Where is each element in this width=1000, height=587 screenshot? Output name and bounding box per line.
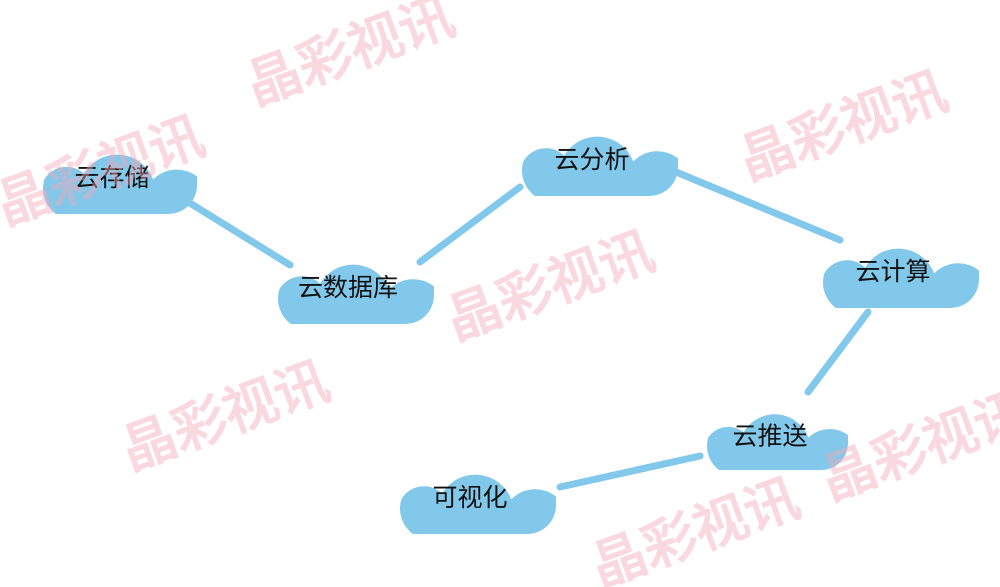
watermark-text: 晶彩视讯 [0,103,212,237]
cloud-label-analysis: 云分析 [554,145,629,174]
connector-database-analysis [416,183,524,266]
cloud-icon [521,136,678,196]
watermark-text: 晶彩视讯 [813,378,1000,512]
watermark-text: 晶彩视讯 [438,218,663,352]
cloud-icon [706,414,848,470]
cloud-node-analysis: 云分析 [521,136,678,196]
cloud-icon [42,154,198,214]
cloud-label-push: 云推送 [732,421,807,450]
cloud-icon [277,264,435,324]
connector-storage-database [181,196,294,269]
cloud-icon [399,474,556,534]
cloud-node-push: 云推送 [706,414,848,470]
connector-push-visualization [556,452,704,491]
connector-compute-push [804,308,872,396]
cloud-label-database: 云数据库 [298,273,398,302]
cloud-node-storage: 云存储 [42,154,198,214]
connectors-layer [181,168,872,491]
cloud-node-compute: 云计算 [822,248,979,308]
cloud-label-compute: 云计算 [855,257,930,286]
cloud-label-visualization: 可视化 [432,483,507,512]
connector-analysis-compute [672,168,844,244]
cloud-node-database: 云数据库 [277,264,435,324]
cloud-label-storage: 云存储 [74,163,149,192]
watermark-text: 晶彩视讯 [731,58,956,192]
watermark-text: 晶彩视讯 [583,465,808,587]
cloud-node-visualization: 可视化 [399,474,556,534]
cloud-icon [822,248,979,308]
watermark-text: 晶彩视讯 [113,348,338,482]
watermark-text: 晶彩视讯 [238,0,463,117]
